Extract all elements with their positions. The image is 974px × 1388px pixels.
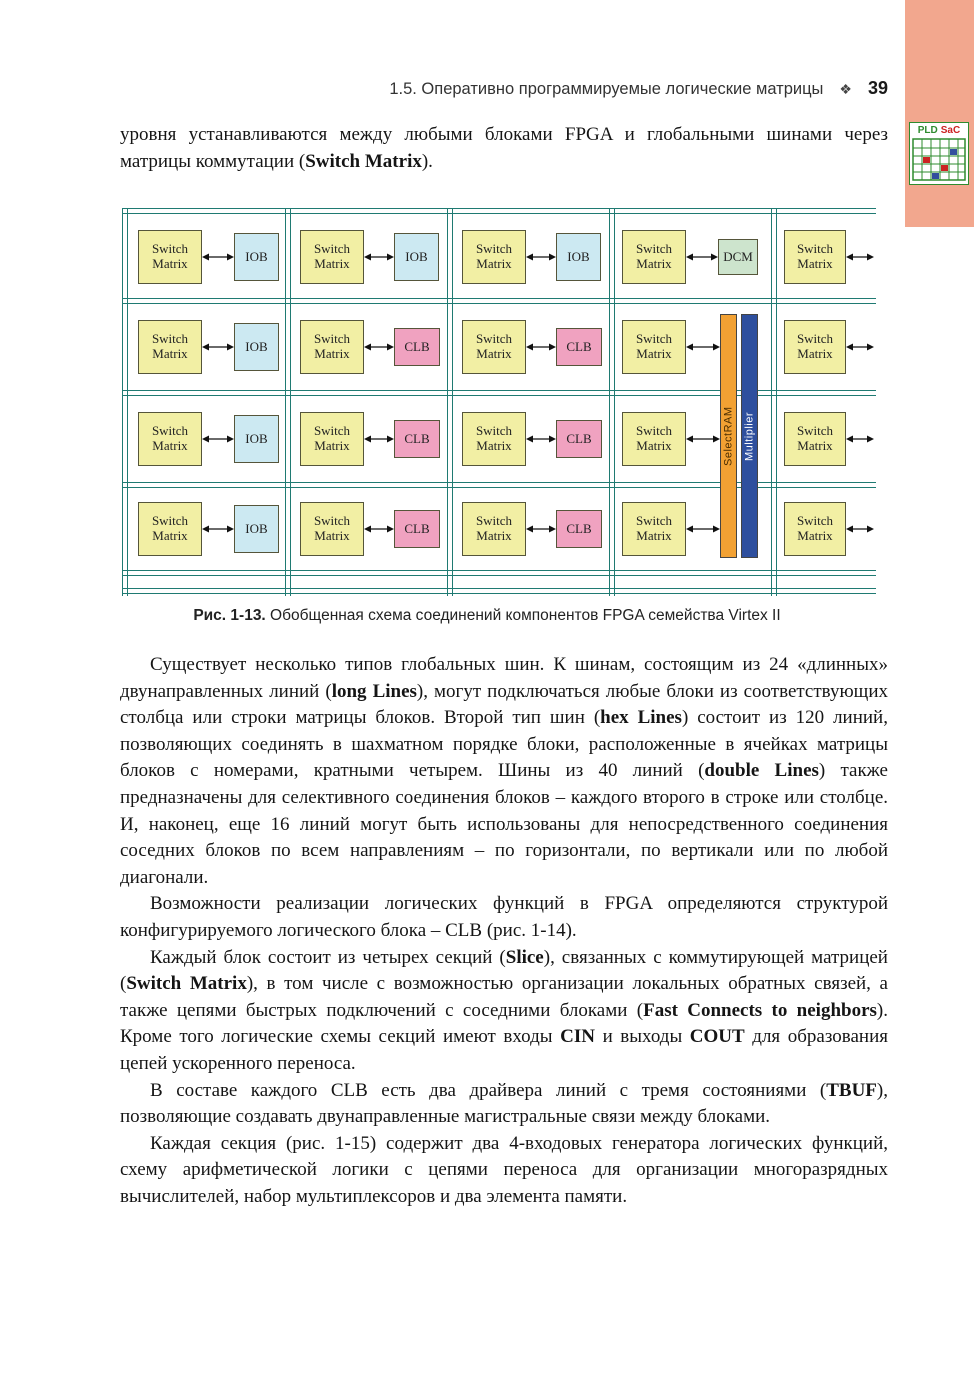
figure-caption: Рис. 1-13. Обобщенная схема соединений к… — [57, 607, 917, 625]
figure-caption-label: Рис. 1-13. — [193, 607, 266, 624]
switch-matrix-box: Switch Matrix — [622, 502, 686, 556]
multiplier-strip: Multiplier — [741, 314, 758, 558]
running-header: 1.5. Оперативно программируемые логическ… — [120, 78, 888, 99]
iob-box: IOB — [556, 233, 601, 281]
clb-box: CLB — [394, 510, 440, 548]
body-paragraphs: Существует несколько типов глобальных ши… — [120, 652, 888, 1210]
paragraph: Существует несколько типов глобальных ши… — [120, 654, 888, 888]
iob-box: IOB — [234, 233, 279, 281]
switch-matrix-box: Switch Matrix — [462, 230, 526, 284]
switch-matrix-box: Switch Matrix — [622, 320, 686, 374]
paragraph: В составе каждого CLB есть два драйвера … — [120, 1079, 888, 1128]
switch-matrix-box: Switch Matrix — [784, 230, 846, 284]
intro-paragraph: уровня устанавливаются между любыми блок… — [120, 124, 888, 172]
switch-matrix-box: Switch Matrix — [784, 412, 846, 466]
paragraph: Возможности реализации логических функци… — [120, 893, 888, 941]
switch-matrix-box: Switch Matrix — [300, 230, 364, 284]
switch-matrix-box: Switch Matrix — [138, 502, 202, 556]
logo-grid-icon — [912, 138, 966, 181]
clb-box: CLB — [556, 510, 602, 548]
switch-matrix-box: Switch Matrix — [622, 230, 686, 284]
switch-matrix-box: Switch Matrix — [462, 502, 526, 556]
iob-box: IOB — [394, 233, 439, 281]
clb-box: CLB — [394, 420, 440, 458]
logo-text-pld: PLD — [917, 125, 938, 136]
switch-matrix-box: Switch Matrix — [462, 412, 526, 466]
diamond-ornament-icon: ❖ — [839, 81, 852, 97]
paragraph: Каждая секция (рис. 1-15) содержит два 4… — [120, 1132, 888, 1207]
switch-matrix-box: Switch Matrix — [300, 412, 364, 466]
dcm-box: DCM — [718, 239, 758, 275]
selectram-strip: SelectRAM — [720, 314, 737, 558]
switch-matrix-box: Switch Matrix — [300, 502, 364, 556]
switch-matrix-box: Switch Matrix — [300, 320, 364, 374]
clb-box: CLB — [556, 420, 602, 458]
switch-matrix-box: Switch Matrix — [622, 412, 686, 466]
figure-caption-text: Обобщенная схема соединений компонентов … — [265, 607, 781, 624]
iob-box: IOB — [234, 323, 279, 371]
header-section-title: 1.5. Оперативно программируемые логическ… — [389, 80, 824, 98]
clb-box: CLB — [556, 328, 602, 366]
iob-box: IOB — [234, 415, 279, 463]
page-number: 39 — [867, 78, 888, 98]
iob-box: IOB — [234, 505, 279, 553]
switch-matrix-box: Switch Matrix — [138, 412, 202, 466]
switch-matrix-box: Switch Matrix — [784, 320, 846, 374]
switch-matrix-box: Switch Matrix — [462, 320, 526, 374]
logo-text-sac: SaC — [940, 125, 961, 136]
paragraph: Каждый блок состоит из четырех секций (S… — [120, 946, 888, 1074]
switch-matrix-box: Switch Matrix — [784, 502, 846, 556]
clb-box: CLB — [394, 328, 440, 366]
switch-matrix-box: Switch Matrix — [138, 230, 202, 284]
switch-matrix-box: Switch Matrix — [138, 320, 202, 374]
